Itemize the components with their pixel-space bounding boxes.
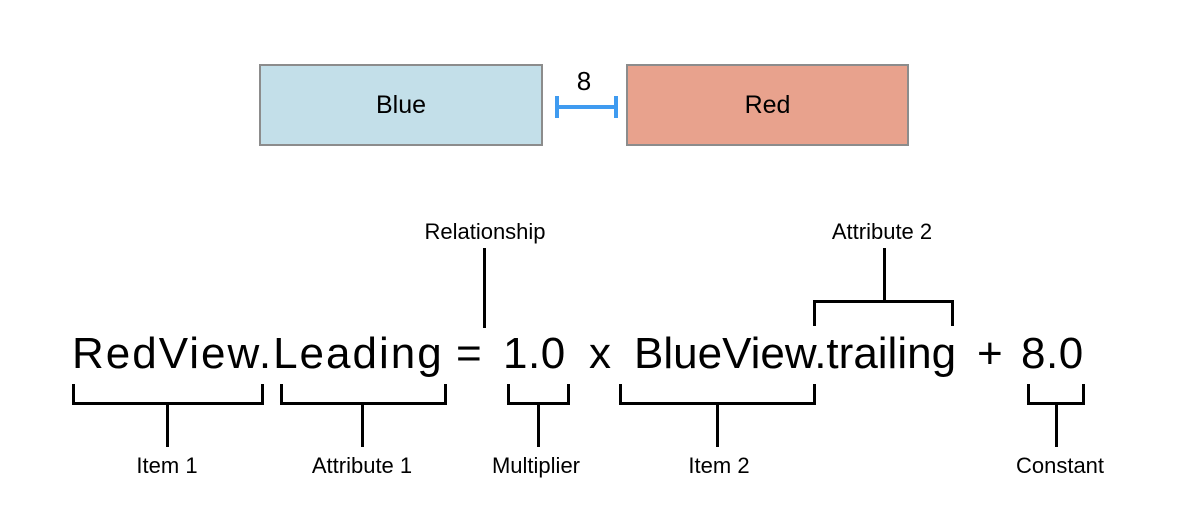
attribute1-label: Attribute 1	[311, 453, 413, 478]
attribute1-connector-line	[361, 403, 364, 447]
attribute2-connector-line	[883, 248, 886, 302]
relationship-label: Relationship	[424, 219, 546, 244]
item1-bracket	[72, 384, 264, 405]
red-view-box: Red	[626, 64, 909, 146]
equation-plus-operator: +	[977, 329, 1004, 378]
constant-label: Constant	[1015, 453, 1105, 478]
multiplier-bracket	[507, 384, 570, 405]
constant-bracket	[1027, 384, 1085, 405]
equation-constant: 8.0	[1021, 329, 1084, 378]
constant-connector-line	[1055, 403, 1058, 447]
multiplier-label: Multiplier	[491, 453, 581, 478]
attribute2-label: Attribute 2	[831, 219, 933, 244]
equation-multiplier: 1.0	[503, 329, 566, 378]
attribute1-bracket	[280, 384, 447, 405]
red-view-label: Red	[744, 90, 791, 119]
relationship-connector-line	[483, 248, 486, 328]
equation-item2-attribute2: BlueView.trailing	[634, 329, 957, 378]
item2-connector-line	[716, 403, 719, 447]
attribute2-bracket	[813, 300, 954, 326]
equation-times-operator: x	[589, 329, 612, 378]
equation-item1-attribute1: RedView.Leading	[72, 329, 444, 378]
blue-view-box: Blue	[259, 64, 543, 146]
spacing-ibeam-left-cap-icon	[555, 96, 559, 118]
item1-connector-line	[166, 403, 169, 447]
equation-relation: =	[456, 329, 483, 378]
item1-label: Item 1	[136, 453, 198, 478]
item2-label: Item 2	[688, 453, 750, 478]
spacing-value-label: 8	[576, 66, 592, 96]
multiplier-connector-line	[537, 403, 540, 447]
blue-view-label: Blue	[375, 90, 427, 119]
spacing-ibeam-right-cap-icon	[614, 96, 618, 118]
item2-bracket	[619, 384, 816, 405]
spacing-ibeam-icon	[555, 105, 618, 109]
